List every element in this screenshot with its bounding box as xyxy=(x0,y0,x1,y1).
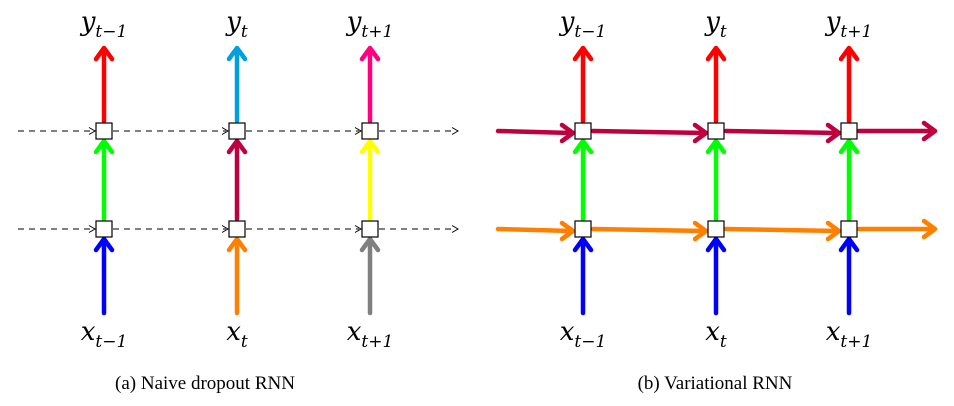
input-arrow xyxy=(572,236,594,316)
hidden-unit-top xyxy=(361,122,379,140)
recurrent-top-arrow-3 xyxy=(379,127,459,135)
input-arrow xyxy=(359,236,381,316)
hidden-unit-bottom xyxy=(707,220,725,238)
panel-a: yt−1 xt−1 yt xt yt+1 xt+1 (a) Naive dropout RN… xyxy=(18,7,459,394)
output-label: yt−1 xyxy=(80,7,128,42)
recurrent-top-arrow-3 xyxy=(856,120,938,142)
column-0: yt−1 xt−1 xyxy=(80,7,128,352)
recurrent-bottom-arrow-2 xyxy=(246,225,362,233)
column-2: yt+1 xt+1 xyxy=(825,7,873,352)
output-label: yt xyxy=(225,7,248,42)
recurrent-top-arrow-1 xyxy=(590,122,709,144)
column-0: yt−1 xt−1 xyxy=(559,7,607,352)
hidden-unit-bottom xyxy=(95,220,113,238)
input-label: xt xyxy=(226,317,248,352)
output-arrow xyxy=(359,45,381,124)
output-label: yt+1 xyxy=(346,7,394,42)
output-label: yt+1 xyxy=(825,7,873,42)
column-2: yt+1 xt+1 xyxy=(346,7,394,352)
recurrent-bottom-arrow-2 xyxy=(723,220,842,242)
output-arrow xyxy=(572,45,594,124)
panel-caption: (b) Variational RNN xyxy=(638,373,793,394)
output-arrow xyxy=(705,45,727,124)
input-label: xt+1 xyxy=(347,317,394,352)
recurrent-top-arrow-2 xyxy=(246,127,362,135)
recurrent-bottom-arrow-0 xyxy=(495,220,576,242)
hidden-unit-bottom xyxy=(361,220,379,238)
input-arrow xyxy=(93,236,115,316)
hidden-unit-bottom xyxy=(228,220,246,238)
hidden-arrow xyxy=(572,138,594,222)
hidden-unit-top xyxy=(840,122,858,140)
hidden-unit-top xyxy=(707,122,725,140)
input-label: xt+1 xyxy=(826,317,873,352)
column-1: yt xt xyxy=(704,7,727,352)
input-arrow xyxy=(838,236,860,316)
output-arrow xyxy=(93,45,115,124)
hidden-arrow xyxy=(226,138,248,222)
hidden-arrow xyxy=(838,138,860,222)
hidden-unit-bottom xyxy=(574,220,592,238)
column-1: yt xt xyxy=(225,7,248,352)
input-label: xt−1 xyxy=(560,317,607,352)
recurrent-bottom-arrow-0 xyxy=(18,225,96,233)
hidden-arrow xyxy=(359,138,381,222)
input-arrow xyxy=(705,236,727,316)
recurrent-bottom-arrow-1 xyxy=(590,220,709,242)
hidden-unit-top xyxy=(228,122,246,140)
recurrent-top-arrow-0 xyxy=(18,127,96,135)
hidden-unit-top xyxy=(95,122,113,140)
hidden-arrow xyxy=(93,138,115,222)
hidden-unit-top xyxy=(574,122,592,140)
hidden-unit-bottom xyxy=(840,220,858,238)
recurrent-bottom-arrow-1 xyxy=(113,225,229,233)
output-label: yt xyxy=(704,7,727,42)
input-arrow xyxy=(226,236,248,316)
output-label: yt−1 xyxy=(559,7,607,42)
recurrent-top-arrow-1 xyxy=(113,127,229,135)
panel-b: yt−1 xt−1 yt xt yt+1 xt+1 (b) Variational RNN xyxy=(495,7,938,394)
hidden-arrow xyxy=(705,138,727,222)
input-label: xt−1 xyxy=(81,317,128,352)
output-arrow xyxy=(838,45,860,124)
input-label: xt xyxy=(705,317,727,352)
output-arrow xyxy=(226,45,248,124)
recurrent-bottom-arrow-3 xyxy=(856,218,938,240)
recurrent-top-arrow-0 xyxy=(495,122,576,144)
recurrent-bottom-arrow-3 xyxy=(379,225,459,233)
recurrent-top-arrow-2 xyxy=(723,122,842,144)
panel-caption: (a) Naive dropout RNN xyxy=(115,373,295,394)
